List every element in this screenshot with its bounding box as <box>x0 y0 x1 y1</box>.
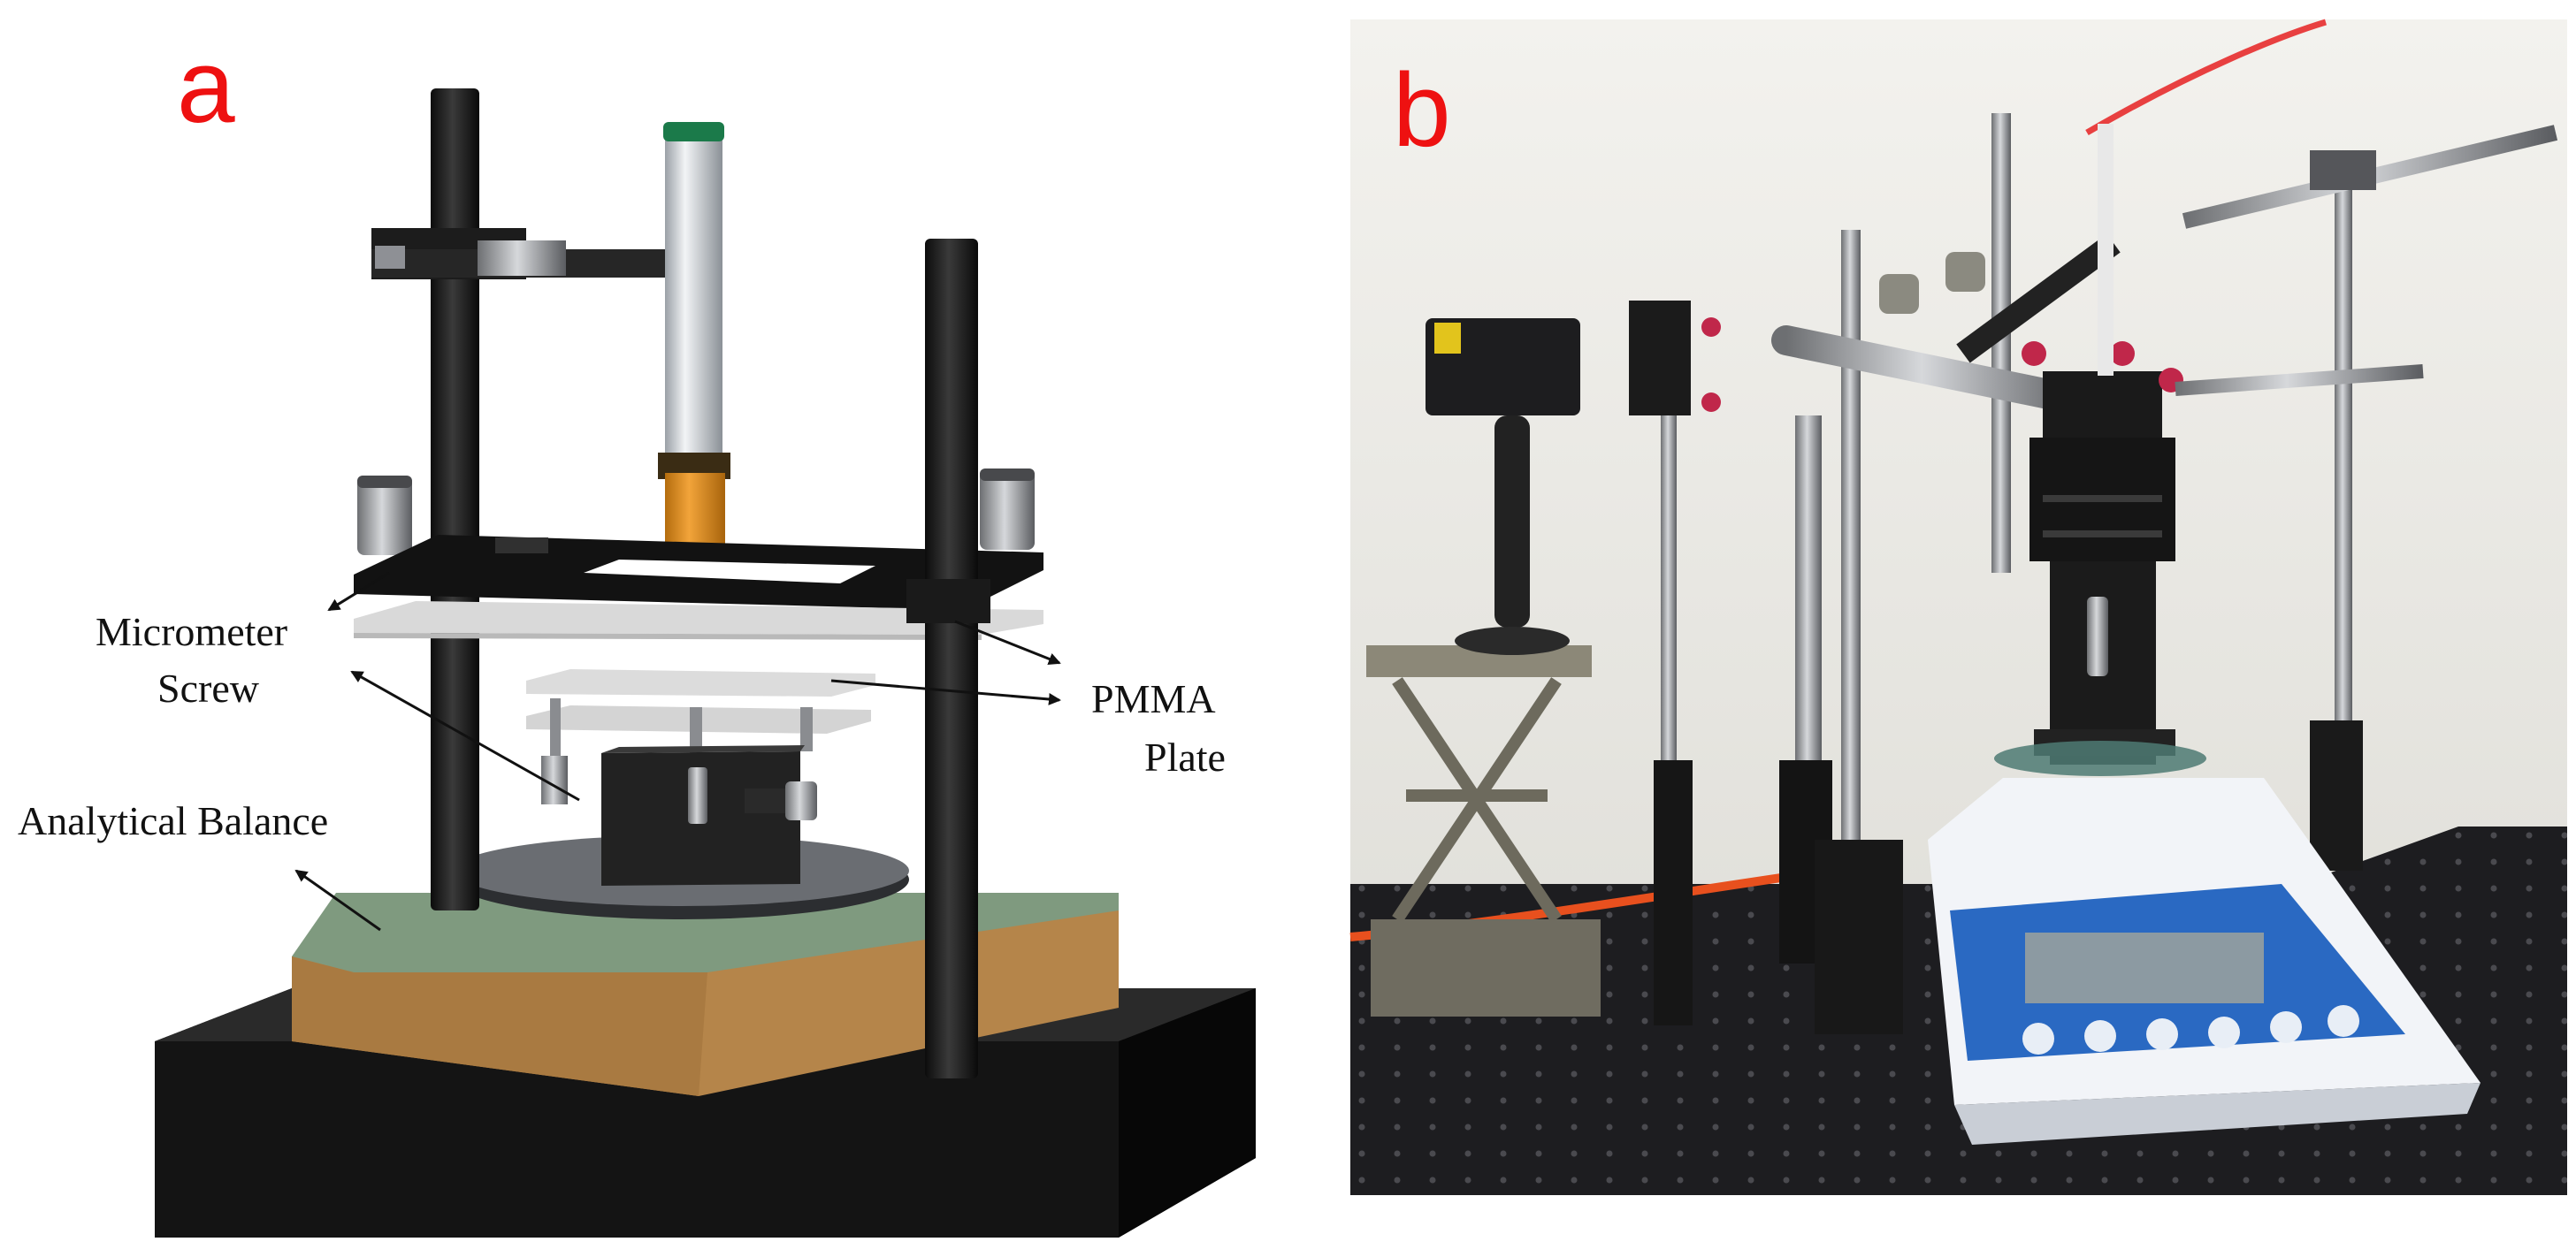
analytical-balance-body <box>292 893 1119 1096</box>
front-rod-clamp <box>906 579 990 623</box>
pmma-plate-middle <box>526 669 875 697</box>
label-pmma-line1: PMMA <box>1091 676 1216 721</box>
balance-display <box>2025 933 2264 1003</box>
panel-a-letter: a <box>177 28 235 145</box>
laser-module <box>1426 318 1580 655</box>
rear-support-rod <box>431 88 479 910</box>
sample-cage-assembly <box>1994 124 2206 776</box>
pmma-arrow-upper <box>954 620 1061 666</box>
panel-b-letter: b <box>1393 52 1451 169</box>
horizontal-clamp-arm <box>1771 233 2121 417</box>
black-frame <box>354 535 1043 610</box>
micrometer-arrow-lower <box>350 670 580 802</box>
label-micrometer-line1: Micrometer <box>96 609 287 654</box>
balance-photo <box>1928 778 2480 1145</box>
micrometer-knob-right <box>980 469 1035 550</box>
optical-post-right <box>2335 150 2352 769</box>
balance-arrow <box>294 869 381 932</box>
lab-jack <box>1366 645 1601 1017</box>
sample-holder-block <box>601 745 817 886</box>
micrometer-knob-left <box>357 476 412 555</box>
upper-clamp-arm <box>371 228 672 279</box>
pmma-arrow-lower <box>830 679 1061 705</box>
pmma-plate-top <box>354 601 1043 635</box>
panel-b-photo: b <box>1349 19 2567 1195</box>
label-pmma-line2: Plate <box>1144 735 1226 780</box>
label-micrometer-line2: Screw <box>157 666 260 711</box>
optical-post-middle <box>1841 230 1861 955</box>
micrometer-arrow-upper <box>327 571 390 612</box>
label-analytical-balance: Analytical Balance <box>18 798 328 843</box>
front-support-rod <box>925 239 978 1078</box>
optical-post-left <box>1629 301 1721 1025</box>
panel-a: a <box>18 28 1256 1238</box>
column-cap <box>663 122 724 141</box>
glass-column <box>658 122 730 585</box>
